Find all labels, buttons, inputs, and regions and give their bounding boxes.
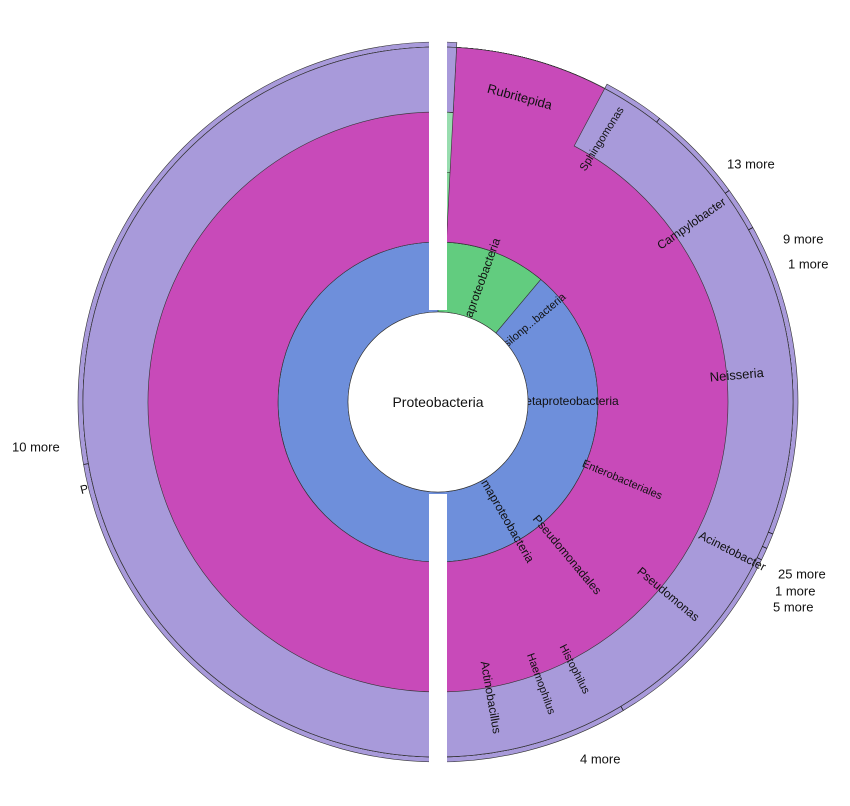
right-25more-label-leader xyxy=(768,531,774,535)
left-10more-label-leader xyxy=(83,463,89,465)
right-1more-a-label: 1 more xyxy=(775,583,815,598)
right-beta-label: Betaproteobacteria xyxy=(517,394,619,408)
right-neisseria-label: Neisseria xyxy=(709,365,765,385)
center-circle xyxy=(347,311,529,493)
right-4more-label: 4 more xyxy=(580,751,620,766)
right-9more-label: 9 more xyxy=(783,231,823,246)
right-9more-label-leader xyxy=(724,190,730,194)
bottom-gap xyxy=(429,494,447,806)
right-13more-label-leader xyxy=(656,118,660,123)
right-rubri-outer[interactable] xyxy=(82,46,794,758)
right-5more-label-leader xyxy=(756,557,762,561)
right-13more-label: 13 more xyxy=(727,156,775,171)
right-1more-a-label-leader xyxy=(762,546,768,549)
top-gap xyxy=(429,0,447,310)
right-4more-label-leader xyxy=(620,706,624,711)
right-5more-label: 5 more xyxy=(773,599,813,614)
left-10more-label: 10 more xyxy=(12,439,60,454)
right-25more-label: 25 more xyxy=(778,566,826,581)
right-1more-b-label-leader xyxy=(748,227,754,231)
right-1more-b-label: 1 more xyxy=(788,256,828,271)
center-label: Proteobacteria xyxy=(392,394,483,410)
